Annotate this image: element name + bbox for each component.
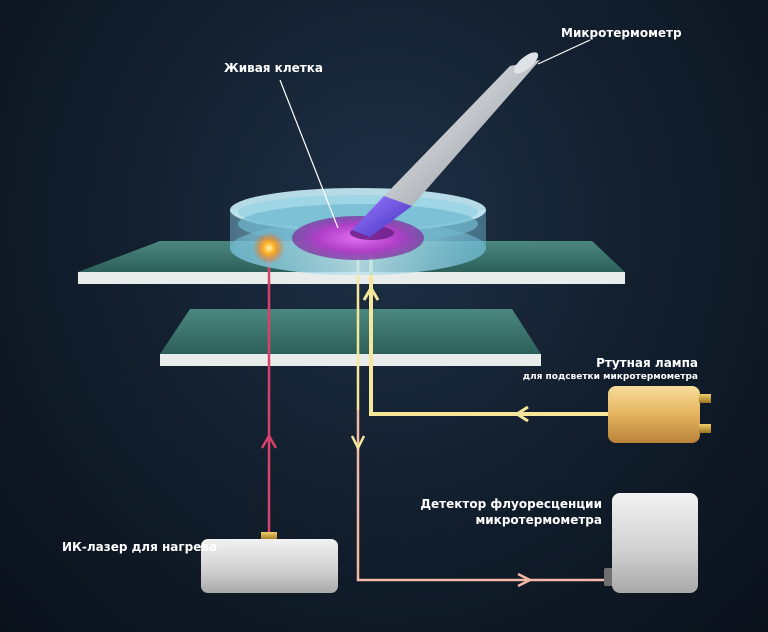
laser-beam [260,255,278,534]
living-cell-icon [292,216,424,260]
fluorescence-beam [350,236,606,588]
ir-laser-label: ИК-лазер для нагрева [62,540,218,554]
living-cell-label: Живая клетка [224,61,323,75]
cell-leader-line [279,79,339,229]
lamp-cylinder-icon [608,386,711,443]
microthermometer-label: Микротермометр [561,26,682,40]
detector-label-line1: Детектор флуоресценции [420,497,602,511]
detector-box-icon [604,493,698,593]
detector-label-line2: микротермометра [475,513,602,527]
lamp-beam [362,232,608,423]
laser-box-icon [201,532,338,593]
heating-spot [253,232,285,264]
probe-leader-line [537,39,591,65]
mercury-lamp-label: Ртутная лампа [596,356,698,370]
microthermometer-probe-icon [352,52,540,237]
mercury-lamp-sublabel: для подсветки микротермометра [522,372,698,382]
lower-glass-plate [160,309,541,366]
